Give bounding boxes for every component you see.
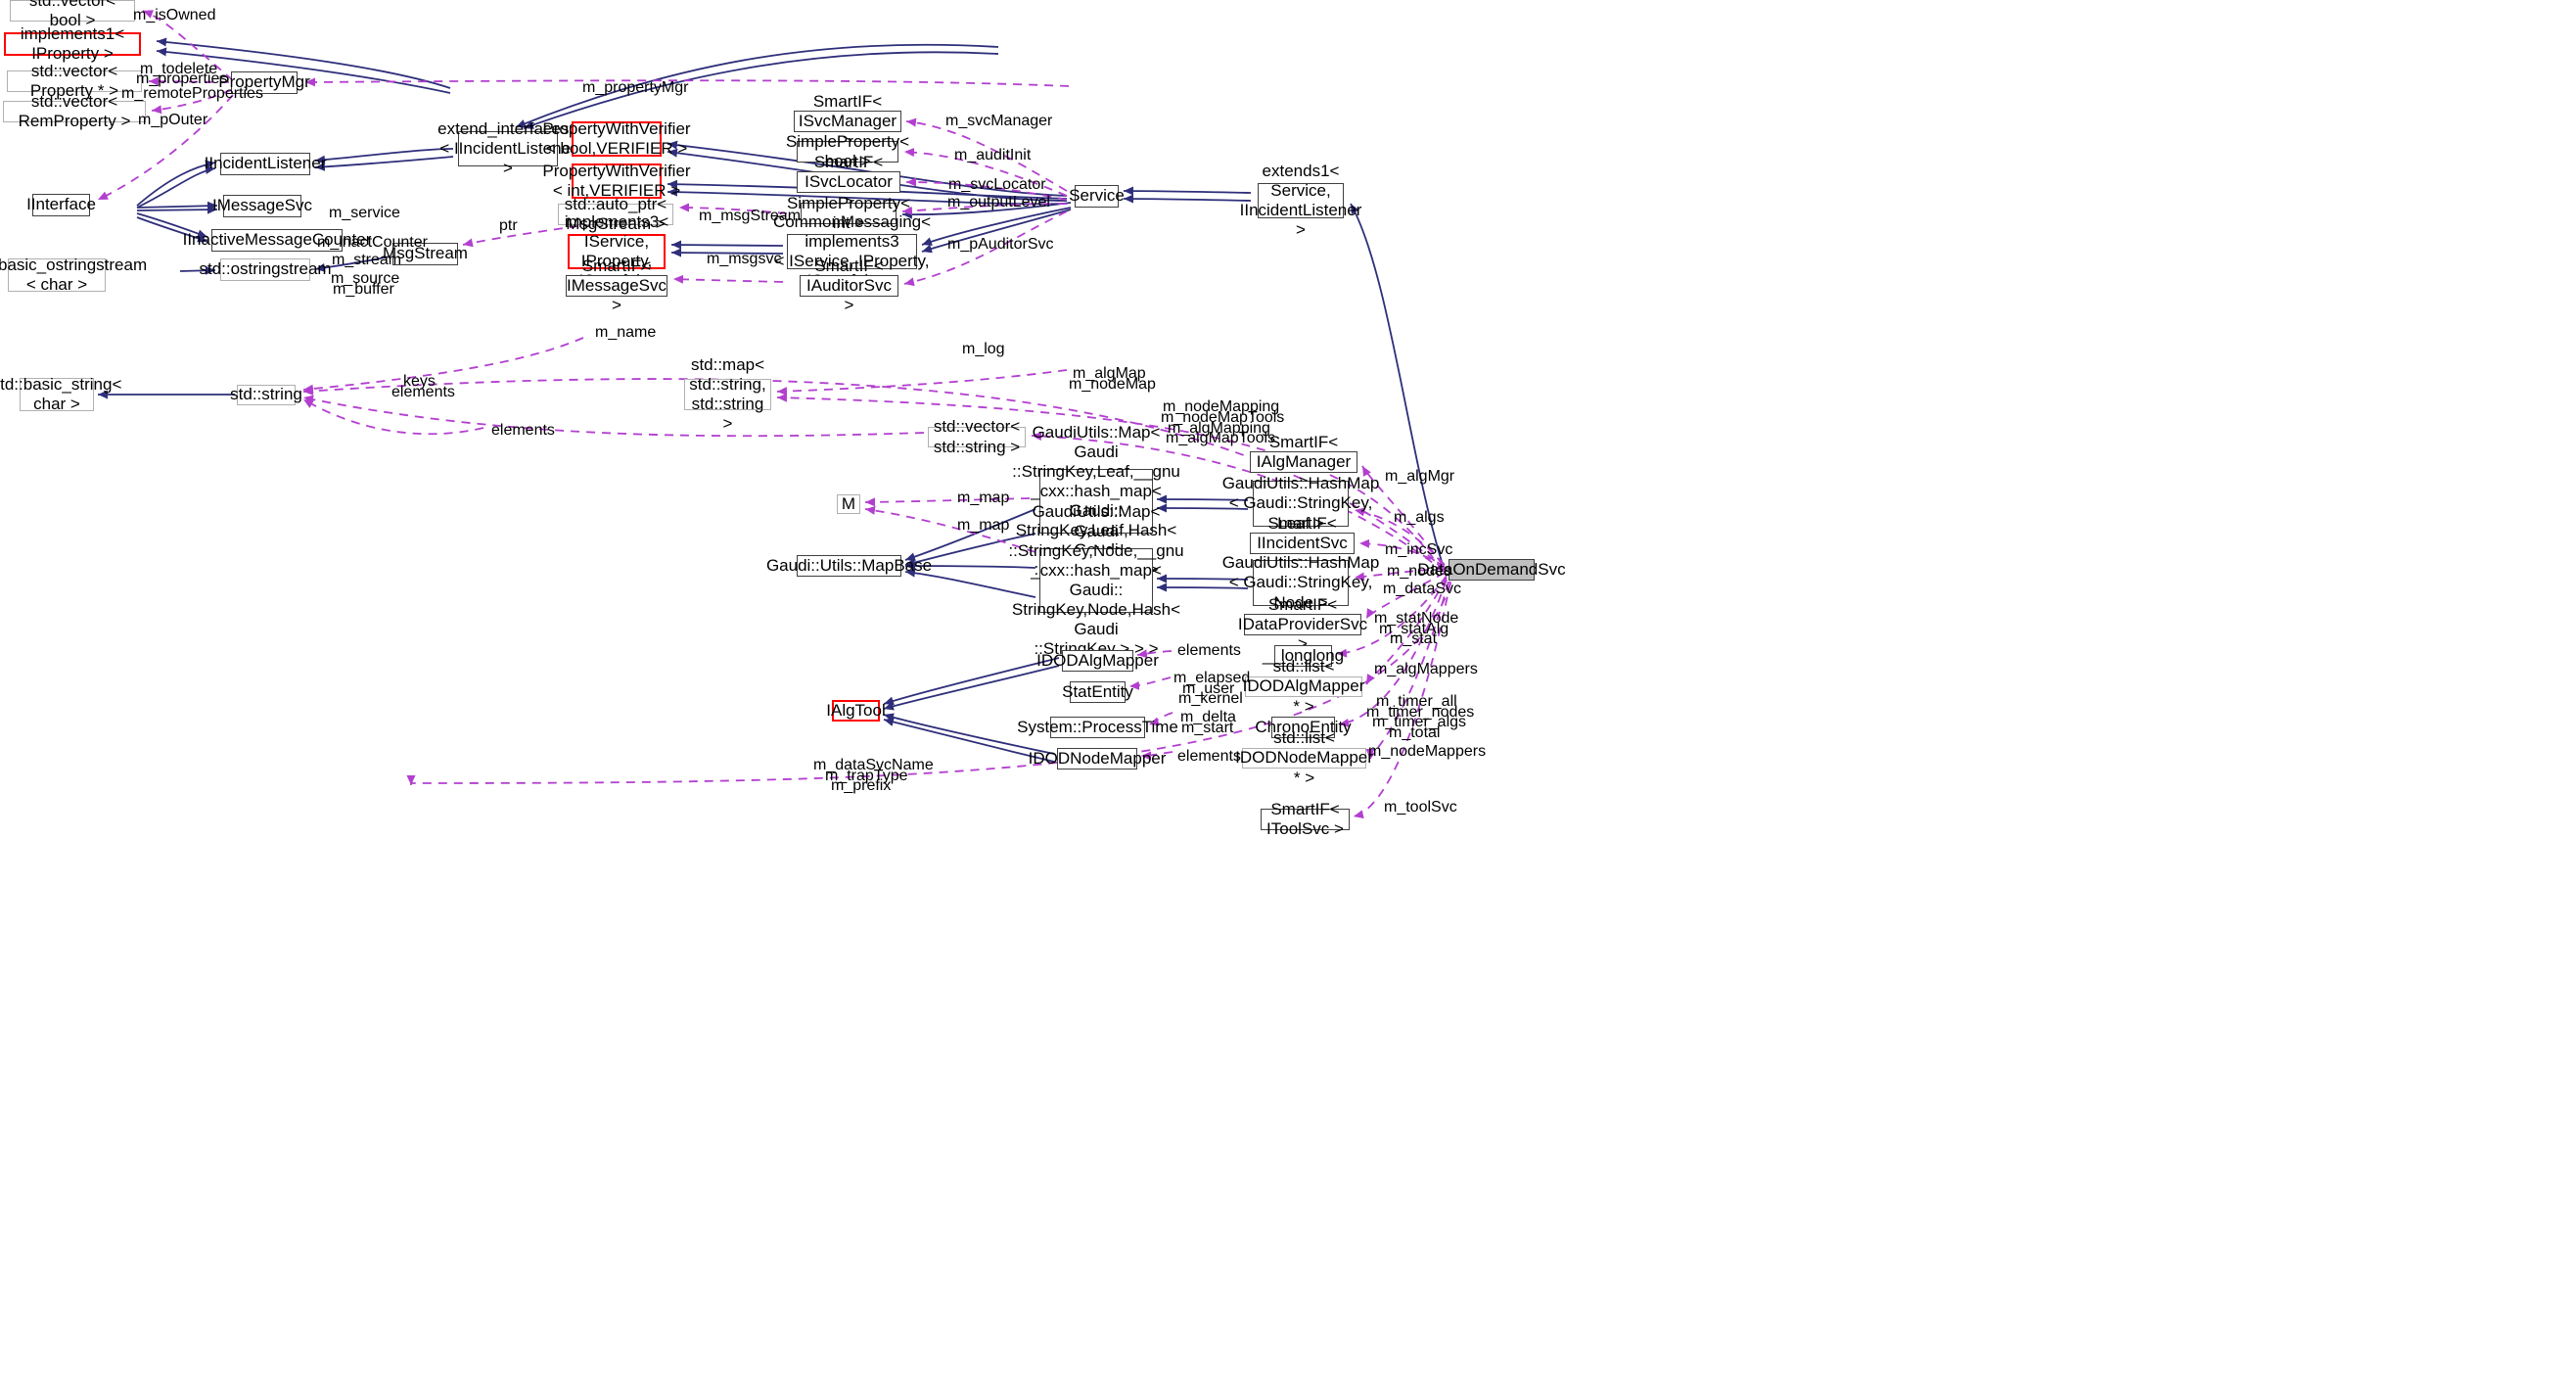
class-node-map_node[interactable]: GaudiUtils::Map< Gaudi ::StringKey,Node,…: [1008, 502, 1184, 659]
class-node-vec_string[interactable]: std::vector< std::string >: [928, 417, 1026, 456]
edge-label-elements_keys: elements: [391, 384, 455, 400]
class-node-smartif_imsgsvc[interactable]: SmartIF< IMessageSvc >: [566, 256, 667, 315]
class-node-list_algmapper[interactable]: std::list< IDODAlgMapper * >: [1242, 657, 1365, 716]
edge-label-m_msgsvc: m_msgsvc: [707, 251, 782, 267]
class-node-std_string[interactable]: std::string: [230, 385, 302, 405]
edge-label-elements_node: elements: [1177, 748, 1241, 765]
edge-label-m_auditInit: m_auditInit: [954, 147, 1032, 163]
class-node-vec_property[interactable]: std::vector< Property * >: [7, 62, 142, 100]
edge-label-m_svcManager: m_svcManager: [945, 113, 1053, 129]
edge-label-m_algMap: m_algMap: [1073, 365, 1146, 382]
edge-label-m_start: m_start: [1181, 720, 1234, 736]
class-node-list_nodemapper[interactable]: std::list< IDODNodeMapper * >: [1235, 728, 1373, 787]
edge-label-m_inactCounter: m_inactCounter: [317, 234, 428, 251]
class-node-extends1[interactable]: extends1< Service, IIncidentListener >: [1239, 161, 1362, 240]
class-node-smartif_isvcmgr[interactable]: SmartIF< ISvcManager >: [794, 92, 901, 150]
edge-label-m_propertyMgr: m_propertyMgr: [582, 79, 689, 96]
edge-label-elements_vecstr: elements: [491, 422, 555, 439]
class-node-basic_string[interactable]: std::basic_string< char >: [0, 374, 122, 413]
class-node-msgstream[interactable]: MsgStream: [383, 243, 468, 265]
class-node-extend_if1[interactable]: extend_interfaces1 < IIncidentListener >: [437, 118, 578, 178]
edge-label-m_service: m_service: [329, 205, 400, 221]
class-node-basic_ostream[interactable]: std::basic_ostringstream < char >: [0, 255, 148, 294]
edge-label-m_algs: m_algs: [1394, 509, 1445, 526]
edge-label-m_stream: m_stream: [332, 252, 402, 268]
class-node-mapbase[interactable]: Gaudi::Utils::MapBase: [766, 555, 932, 577]
class-node-iinterface[interactable]: IInterface: [26, 194, 96, 216]
class-node-map_string_string[interactable]: std::map< std::string, std::string >: [684, 355, 771, 433]
class-node-smartif_iauditor[interactable]: SmartIF< IAuditorSvc >: [800, 256, 898, 314]
edge-label-m_map_2: m_map: [957, 517, 1010, 534]
edge-label-elements_alg: elements: [1177, 642, 1241, 659]
edge-label-m_msgStream: m_msgStream: [699, 208, 802, 224]
edge-label-m_kernel: m_kernel: [1178, 690, 1243, 707]
edge-label-m_source: m_source: [331, 270, 400, 287]
edge-label-m_outputLevel: m_outputLevel: [947, 194, 1050, 210]
edge-label-ptr: ptr: [499, 217, 518, 234]
edge-label-m_toolSvc: m_toolSvc: [1384, 799, 1457, 816]
class-node-smartif_idataprov[interactable]: SmartIF< IDataProviderSvc >: [1237, 595, 1368, 654]
class-node-m_node[interactable]: M: [837, 494, 860, 514]
class-node-ialgtool[interactable]: IAlgTool: [826, 700, 886, 722]
class-node-statentity[interactable]: StatEntity: [1062, 681, 1133, 703]
class-node-smartif_ialgmgr[interactable]: SmartIF< IAlgManager >: [1250, 433, 1357, 490]
class-node-smartif_iincsvc[interactable]: SmartIF< IIncidentSvc >: [1250, 514, 1355, 572]
class-node-iinactivemsg[interactable]: IInactiveMessageCounter: [183, 229, 371, 252]
class-node-iincidentlistener[interactable]: IIncidentListener: [205, 153, 326, 175]
class-node-pwv_bool[interactable]: PropertyWithVerifier < bool,VERIFIER >: [542, 118, 691, 158]
edge-label-m_pOuter: m_pOuter: [138, 112, 208, 128]
edge-label-m_map_1: m_map: [957, 490, 1010, 506]
edge-label-m_total: m_total: [1389, 724, 1441, 741]
class-node-vec_bool[interactable]: std::vector< bool >: [10, 0, 135, 29]
class-node-idodnodemapper[interactable]: IDODNodeMapper: [1029, 748, 1166, 769]
edge-label-m_algMappers: m_algMappers: [1374, 661, 1478, 677]
class-node-imessagesvc[interactable]: IMessageSvc: [212, 195, 312, 217]
edge-label-m_svcLocator: m_svcLocator: [948, 176, 1046, 193]
edge-label-m_log: m_log: [962, 341, 1005, 357]
class-node-dataondemandsvc[interactable]: DataOnDemandSvc: [1417, 559, 1566, 581]
edge-label-m_buffer: m_buffer: [333, 281, 394, 298]
edge-label-m_name: m_name: [595, 324, 657, 341]
edge-label-m_algMgr: m_algMgr: [1385, 468, 1455, 485]
class-node-pwv_int[interactable]: PropertyWithVerifier < int,VERIFIER >: [542, 161, 691, 200]
class-node-implements1[interactable]: implements1< IProperty >: [4, 24, 141, 63]
edge-label-m_prefix: m_prefix: [831, 777, 892, 794]
edge-label-m_pAuditorSvc: m_pAuditorSvc: [947, 236, 1054, 253]
class-node-processtime[interactable]: System::ProcessTime: [1017, 717, 1178, 738]
edge-label-m_nodes: m_nodes: [1387, 563, 1451, 580]
edge-label-m_stat: m_stat: [1390, 630, 1438, 647]
edge-label-m_isOwned: m_isOwned: [133, 7, 216, 23]
edge-label-m_nodeMap: m_nodeMap: [1069, 376, 1156, 393]
edge-label-m_algMapTools: m_algMapTools: [1166, 430, 1276, 446]
class-node-smartif_itoolsvc[interactable]: SmartIF< IToolSvc >: [1261, 800, 1350, 838]
class-node-smartif_isvcloc[interactable]: SmartIF< ISvcLocator >: [797, 153, 900, 210]
class-node-service[interactable]: Service: [1069, 185, 1125, 208]
class-node-idodalgmapper[interactable]: IDODAlgMapper: [1036, 650, 1159, 672]
edge-label-m_nodeMappers: m_nodeMappers: [1368, 743, 1487, 760]
edge-label-m_remoteProperties: m_remoteProperties: [121, 85, 263, 102]
class-node-vec_remproperty[interactable]: std::vector< RemProperty >: [3, 92, 146, 130]
edge-label-m_dataSvc: m_dataSvc: [1383, 581, 1462, 597]
class-node-ostringstream[interactable]: std::ostringstream: [199, 258, 332, 281]
edge-label-m_incSvc: m_incSvc: [1385, 541, 1453, 558]
